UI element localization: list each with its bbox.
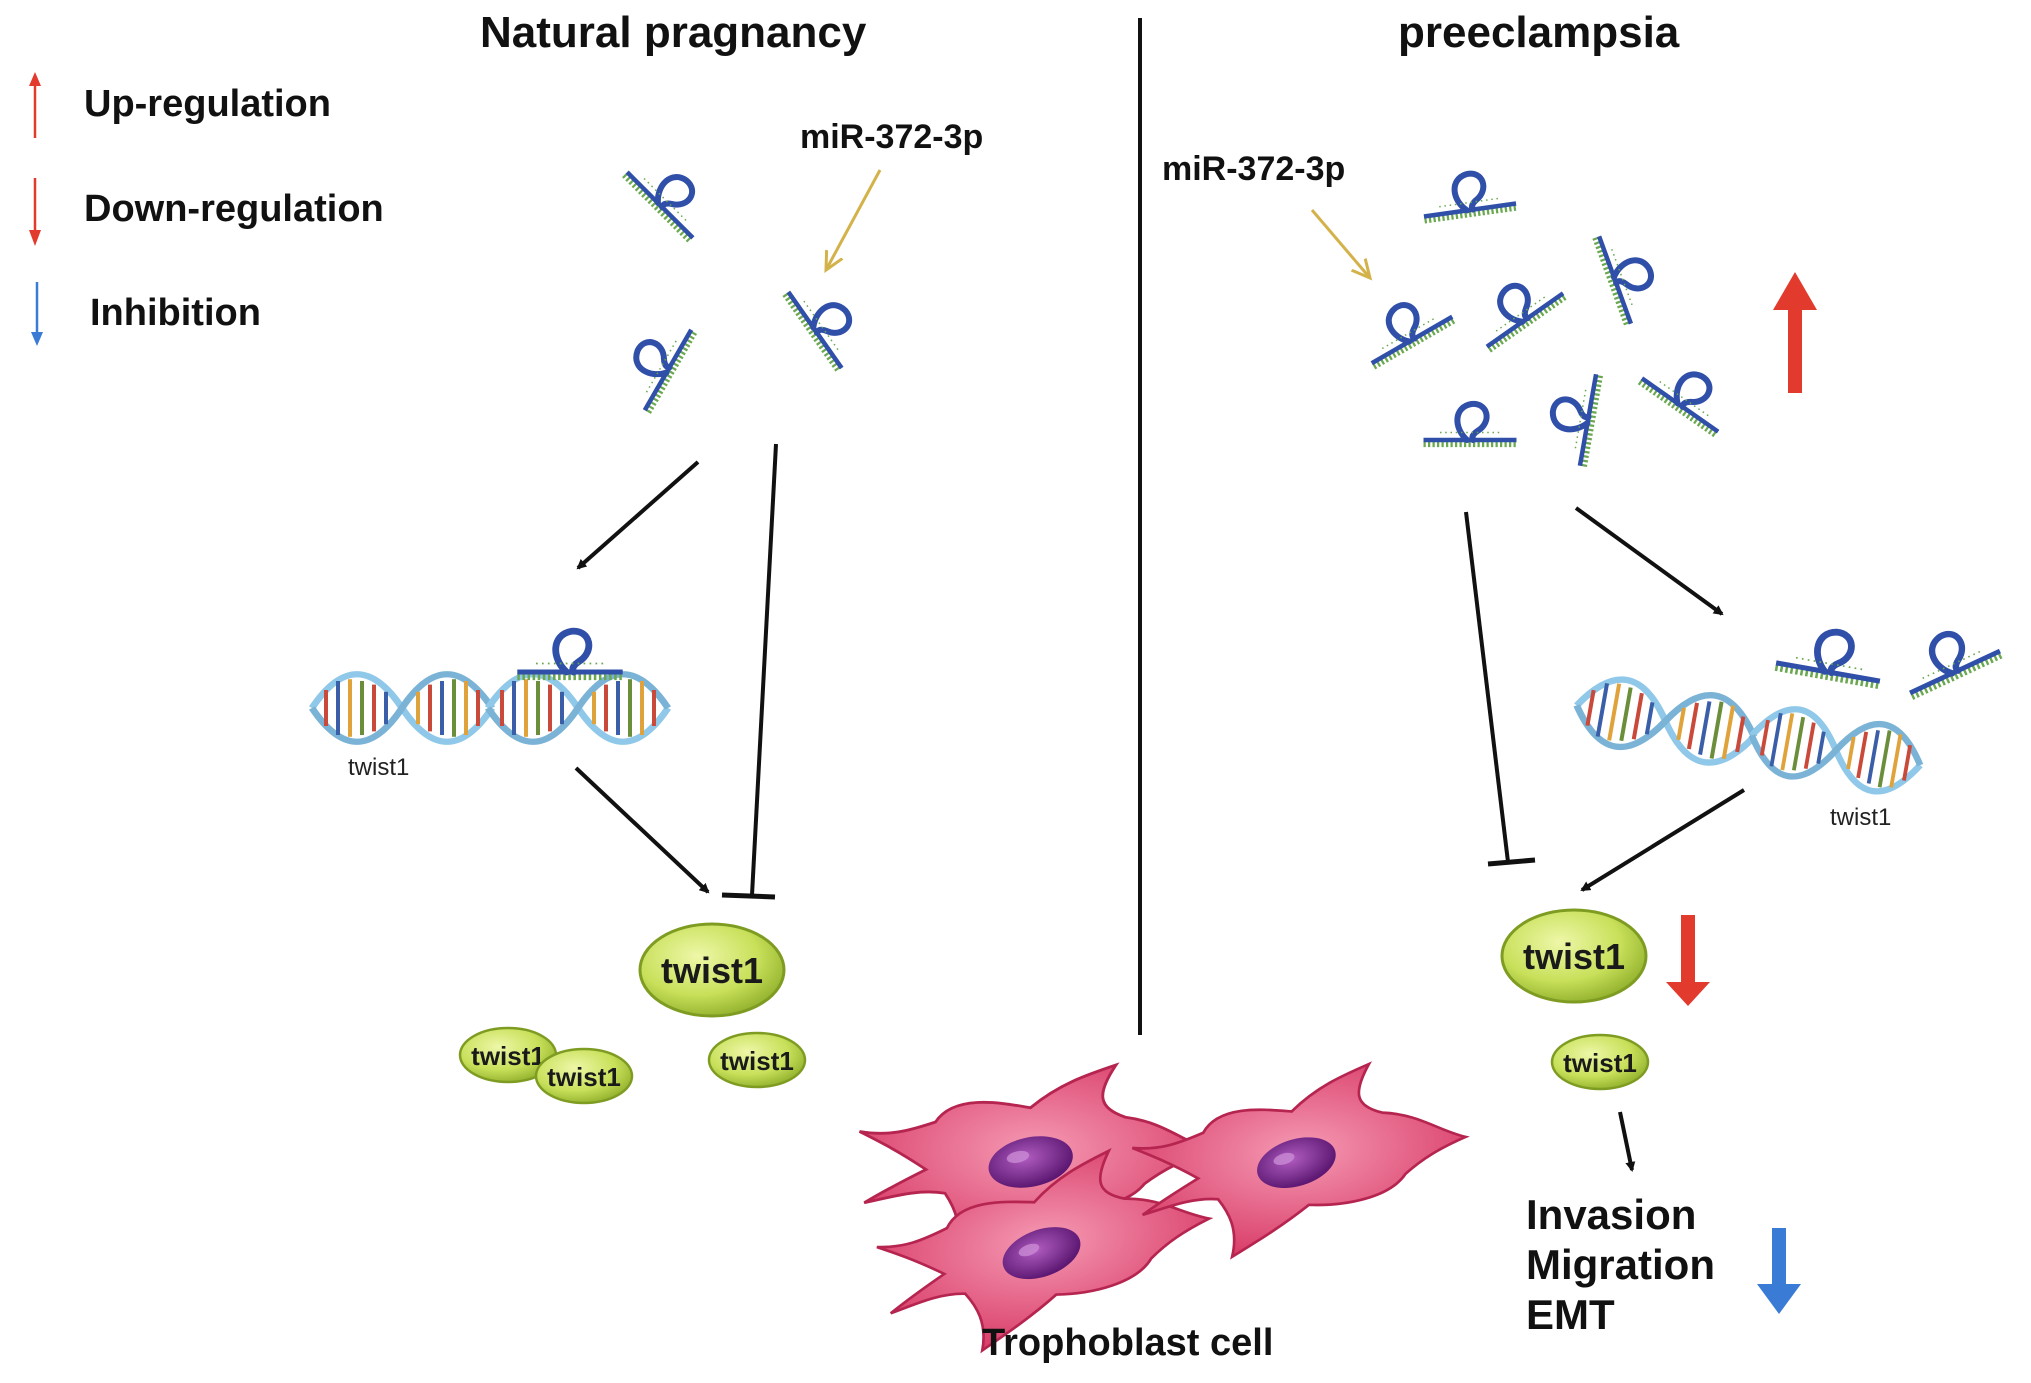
protein-oval-icon: twist1 <box>534 1047 634 1105</box>
mirna-hairpin-icon <box>1424 404 1517 445</box>
legend-inhibition-label: Inhibition <box>90 292 261 334</box>
mirna-label-right: miR-372-3p <box>1162 150 1346 188</box>
outcome-emt: EMT <box>1526 1291 1615 1338</box>
protein-oval-icon: twist1 <box>638 922 786 1018</box>
legend <box>29 72 43 346</box>
twist1-protein-label-left-a: twist1 <box>471 1041 545 1071</box>
dna-helix-icon <box>1571 672 1926 798</box>
outcome-migration: Migration <box>1526 1241 1715 1288</box>
downregulation-arrow-icon <box>1666 915 1710 1006</box>
outcome-invasion: Invasion <box>1526 1191 1697 1238</box>
inhibition-legend-arrow <box>31 282 43 346</box>
gene-label-left: twist1 <box>348 754 410 781</box>
arrow-mirna-to-dna-left <box>576 460 700 570</box>
twist1-protein-label-right-small: twist1 <box>1563 1048 1637 1078</box>
left-panel-title: Natural pragnancy <box>480 8 867 57</box>
mirna-hairpin-icon <box>614 312 696 413</box>
right-panel-title: preeclampsia <box>1398 8 1680 57</box>
mirna-hairpin-icon <box>624 147 718 241</box>
twist1-protein-label-right-large: twist1 <box>1523 936 1625 977</box>
twist1-protein-label-left-c: twist1 <box>720 1046 794 1076</box>
trophoblast-cell-label: Trophoblast cell <box>982 1322 1274 1364</box>
mirna-hairpin-icon <box>1419 168 1517 221</box>
mirna-pointer-right <box>1310 209 1370 278</box>
left-mirna-cluster <box>614 147 872 413</box>
right-mirna-cluster <box>1354 168 1739 467</box>
arrow-twist1-to-outcomes <box>1618 1111 1636 1172</box>
mirna-pointer-left <box>826 169 882 270</box>
inhibition-mirna-to-twist1-left <box>721 443 778 900</box>
mirna-hairpin-icon <box>1354 286 1455 368</box>
twist1-protein-label-left-large: twist1 <box>661 950 763 991</box>
inhibition-arrow-icon <box>1757 1228 1801 1314</box>
arrow-mirna-to-dna-right <box>1574 506 1724 616</box>
mirna-hairpin-icon <box>1894 616 2002 697</box>
up-regulation-legend-arrow <box>29 72 41 138</box>
protein-oval-icon: twist1 <box>1550 1033 1650 1091</box>
protein-oval-icon: twist1 <box>707 1031 807 1089</box>
twist1-protein-label-left-b: twist1 <box>547 1062 621 1092</box>
gene-label-right: twist1 <box>1830 804 1892 831</box>
mirna-hairpin-icon <box>1595 224 1665 325</box>
arrow-dna-to-twist1-left <box>574 766 710 894</box>
mirna-hairpin-icon <box>1466 264 1565 351</box>
upregulation-arrow-icon <box>1773 272 1817 393</box>
outcome-list: Invasion Migration EMT <box>1526 1190 1715 1340</box>
mirna-hairpin-icon <box>785 271 872 370</box>
mirna-hairpin-icon <box>1544 368 1600 467</box>
legend-up-regulation-label: Up-regulation <box>84 83 331 125</box>
mirna-hairpin-icon <box>517 631 622 677</box>
arrow-dna-to-twist1-right <box>1580 788 1746 892</box>
mirna-hairpin-icon <box>1639 349 1738 436</box>
trophoblast-cell-icon <box>858 1054 1476 1365</box>
legend-down-regulation-label: Down-regulation <box>84 188 384 230</box>
protein-oval-icon: twist1 <box>1500 908 1648 1004</box>
mirna-label-left: miR-372-3p <box>800 118 984 156</box>
down-regulation-legend-arrow <box>29 178 41 246</box>
inhibition-mirna-to-twist1-right <box>1464 511 1536 867</box>
mirna-hairpin-icon <box>1775 623 1887 687</box>
dna-helix-icon <box>312 674 668 742</box>
